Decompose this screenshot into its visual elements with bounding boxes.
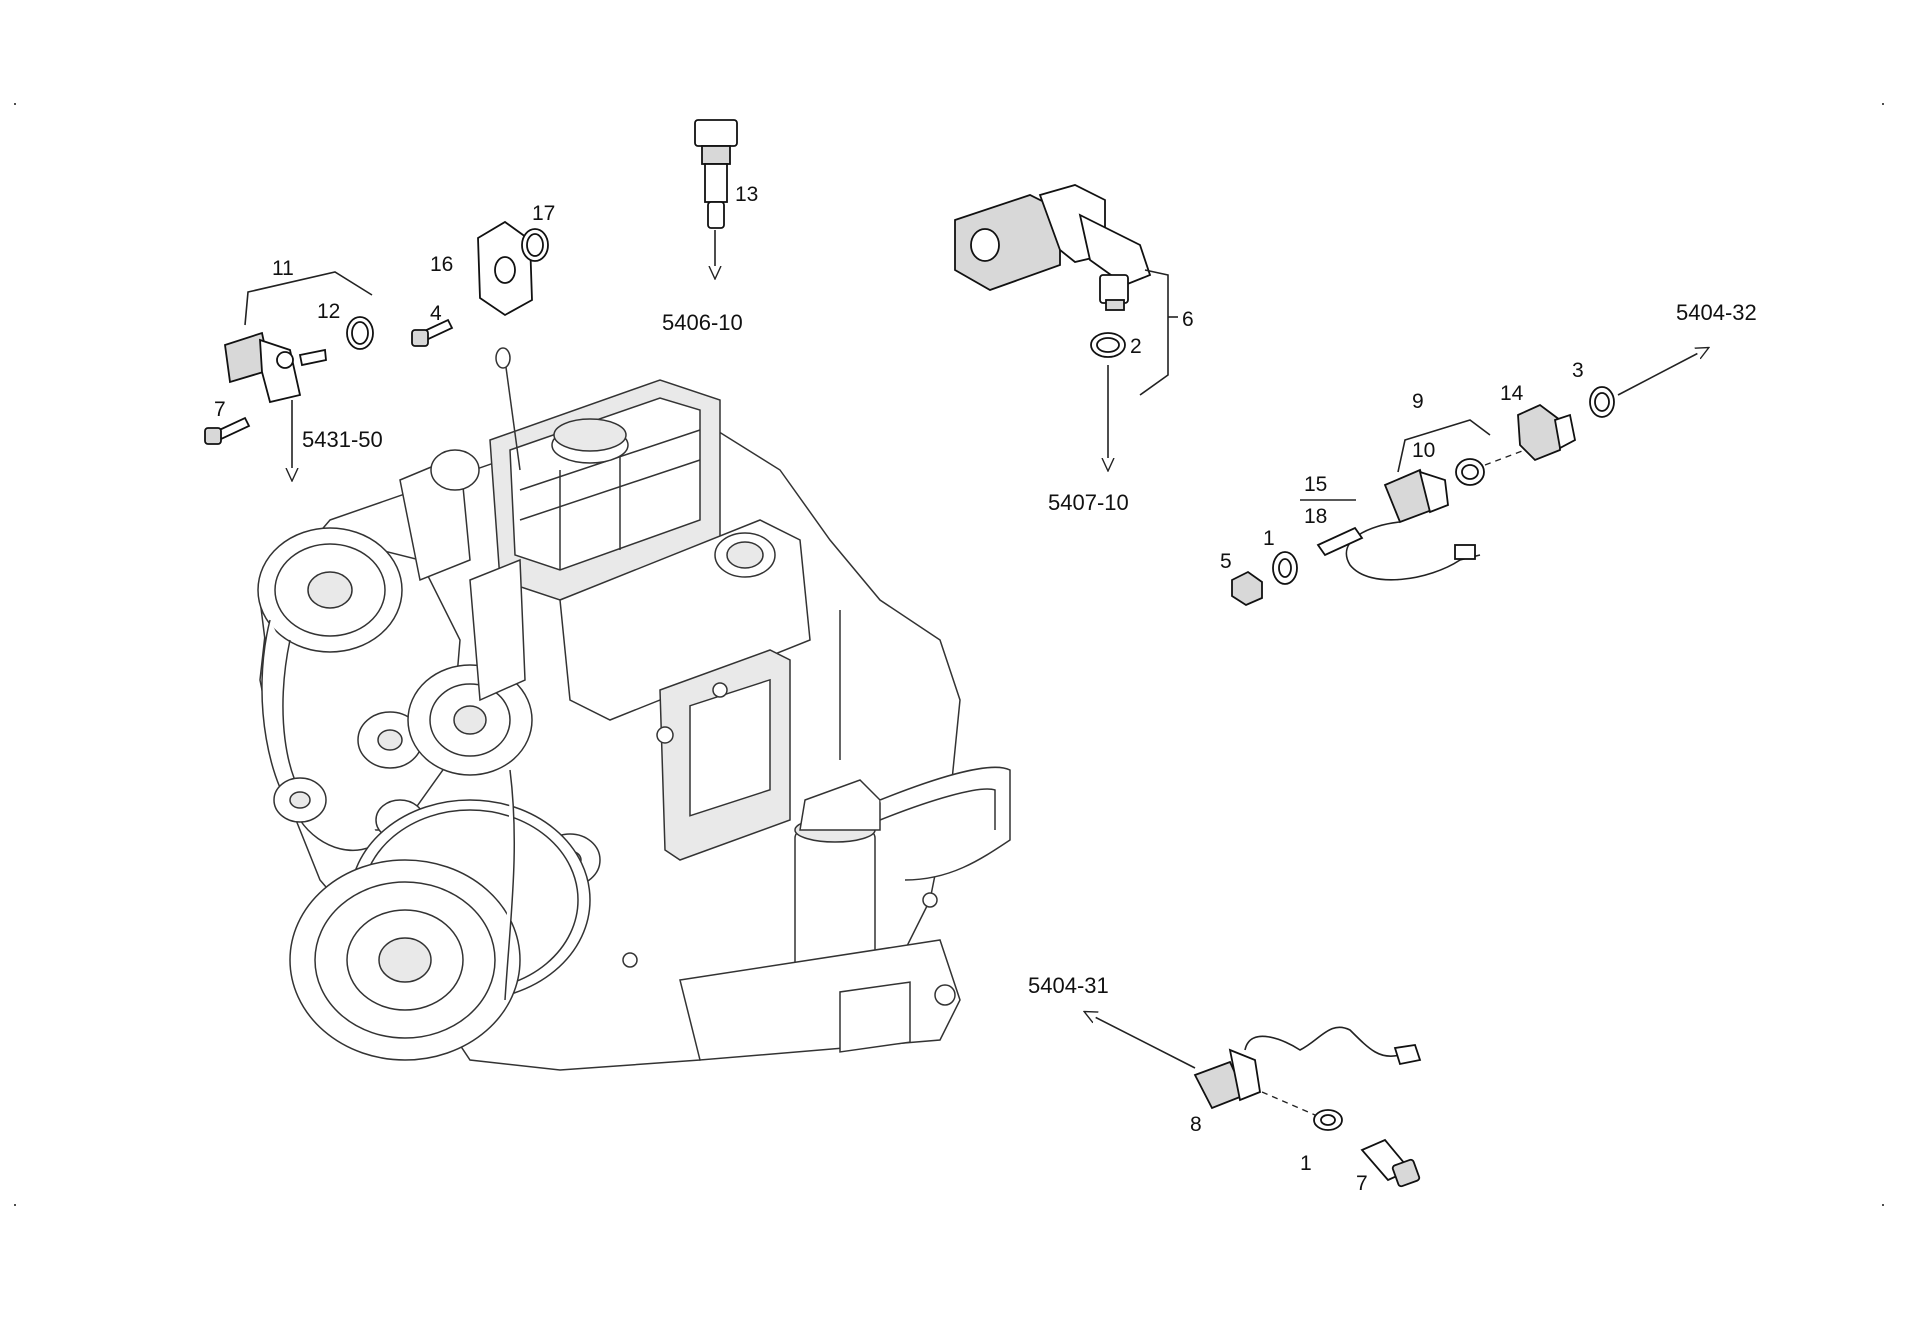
part-7-bolt-top[interactable]	[204, 416, 251, 445]
callout-10: 10	[1412, 439, 1435, 462]
callout-16: 16	[430, 253, 453, 276]
part-7-bolt-bottom[interactable]	[1360, 1138, 1421, 1188]
callout-7-bottom: 7	[1356, 1172, 1368, 1195]
callout-17: 17	[532, 202, 555, 225]
callout-13: 13	[735, 183, 758, 206]
callout-12: 12	[317, 300, 340, 323]
part-9-sensor[interactable]	[1345, 468, 1481, 581]
callout-1-top: 1	[1263, 527, 1275, 550]
part-1-washer-top[interactable]	[1272, 551, 1298, 585]
callout-18: 18	[1304, 505, 1327, 528]
part-17-o-ring[interactable]	[521, 228, 549, 262]
part-16-plate[interactable]	[477, 220, 533, 317]
ref-5431-50: 5431-50	[302, 427, 383, 452]
callout-4: 4	[430, 302, 442, 325]
bracket-11	[244, 271, 373, 326]
callout-9: 9	[1412, 390, 1424, 413]
bracket-6	[1139, 269, 1169, 396]
corner-marks	[14, 103, 1884, 1206]
ref-5407-10: 5407-10	[1048, 490, 1129, 515]
dash-10-14	[1484, 447, 1531, 466]
bracket-9	[1397, 419, 1491, 473]
callout-2: 2	[1130, 335, 1142, 358]
leader-5404-31-arrow	[1085, 1012, 1196, 1069]
callout-7-top: 7	[214, 398, 226, 421]
part-2-o-ring[interactable]	[1090, 332, 1126, 358]
part-13-sender[interactable]	[694, 119, 738, 229]
part-3-o-ring[interactable]	[1589, 386, 1615, 418]
ref-5406-10: 5406-10	[662, 310, 743, 335]
part-5-nut[interactable]	[1231, 570, 1263, 607]
callout-15: 15	[1304, 473, 1327, 496]
ref-5404-32: 5404-32	[1676, 300, 1757, 325]
callout-3: 3	[1572, 359, 1584, 382]
callout-11: 11	[272, 257, 294, 280]
callout-1-bottom: 1	[1300, 1152, 1312, 1175]
part-12-o-ring[interactable]	[346, 316, 374, 350]
part-4-bolt[interactable]	[411, 318, 454, 347]
leader-5404-32-arrow	[1617, 348, 1708, 396]
callout-14: 14	[1500, 382, 1524, 405]
ref-5404-31: 5404-31	[1028, 973, 1109, 998]
dash-8-1	[1261, 1091, 1316, 1116]
callout-8: 8	[1190, 1113, 1202, 1136]
engine-illustration	[257, 347, 1011, 1071]
part-18-stud[interactable]	[1316, 526, 1364, 557]
part-8-sensor[interactable]	[1193, 1026, 1422, 1110]
part-6-sensor[interactable]	[954, 184, 1152, 311]
part-14-sensor[interactable]	[1517, 403, 1577, 462]
part-1-washer-bottom[interactable]	[1313, 1109, 1343, 1131]
part-11-sensor[interactable]	[224, 331, 327, 404]
callout-6: 6	[1182, 308, 1194, 331]
part-10-o-ring[interactable]	[1455, 458, 1485, 486]
callout-5: 5	[1220, 550, 1232, 573]
